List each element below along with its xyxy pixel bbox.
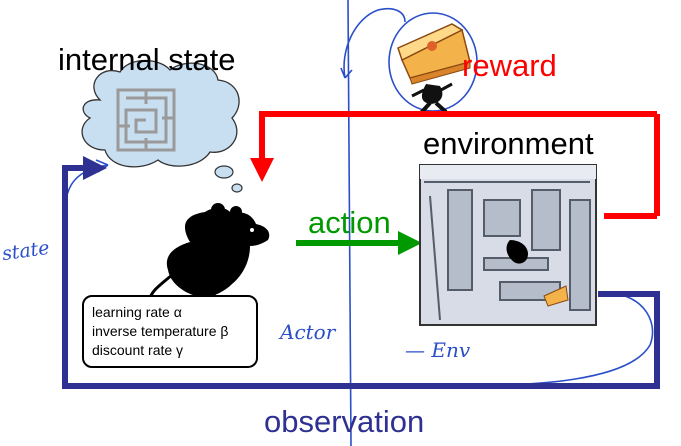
action-label: action	[308, 205, 391, 240]
annotation-vertical-line	[347, 0, 352, 446]
cloud-puff-2	[231, 183, 243, 193]
param-discount-rate: discount rate γ	[92, 342, 184, 358]
observation-label: observation	[264, 404, 425, 439]
reward-arrow	[262, 111, 660, 216]
reward-label: reward	[462, 48, 557, 83]
annotation-loop-tail	[340, 67, 353, 79]
annotation-loop	[343, 7, 406, 79]
cloud-puff-1	[214, 165, 234, 179]
param-learning-rate: learning rate α	[92, 304, 182, 320]
environment-maze-picture	[419, 164, 597, 326]
rat-agent-icon	[148, 203, 270, 305]
internal-state-label: internal state	[58, 42, 236, 77]
observation-arrow	[62, 156, 660, 389]
running-figure-icon	[411, 82, 453, 116]
annotation-env: — Env	[405, 338, 471, 362]
param-inverse-temperature: inverse temperature β	[92, 323, 229, 339]
annotation-actor: Actor	[280, 320, 336, 344]
maze-icon	[116, 88, 176, 152]
environment-label: environment	[423, 126, 594, 161]
cheese-reward-icon	[397, 23, 471, 85]
internal-state-cloud	[81, 59, 240, 168]
parameters-box: learning rate α inverse temperature β di…	[82, 295, 258, 368]
annotation-left-curve	[64, 164, 109, 233]
